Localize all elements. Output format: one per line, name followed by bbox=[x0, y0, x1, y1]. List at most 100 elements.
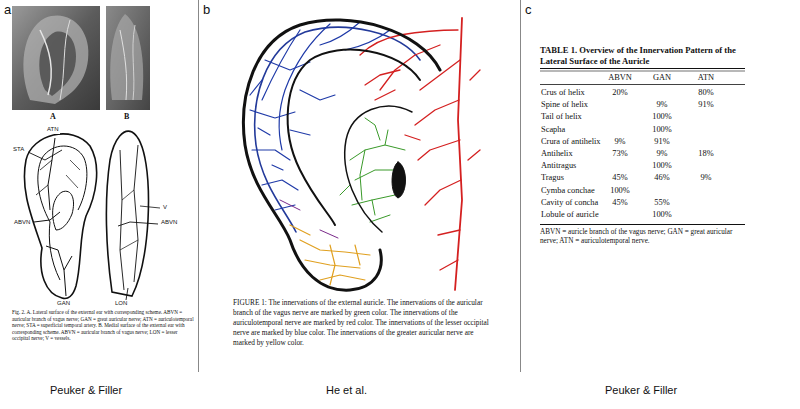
table-cell: 20% bbox=[612, 88, 627, 99]
table-row-heading: Tail of helix bbox=[541, 112, 582, 123]
table-footnote: ABVN = auricle branch of the vagus nerve… bbox=[540, 228, 745, 246]
auricle-innervation-map bbox=[330, 245, 335, 285]
ear-scheme-medial bbox=[106, 131, 160, 300]
table-cell: 91% bbox=[698, 100, 713, 111]
nerve-label: ABVN bbox=[13, 219, 31, 227]
auricle-innervation-map bbox=[290, 130, 310, 135]
auricle-innervation-map bbox=[350, 145, 405, 160]
auricle-innervation-map bbox=[262, 180, 298, 190]
auricle-innervation-map bbox=[265, 60, 310, 70]
auricle-innervation-map bbox=[405, 135, 420, 140]
ear-scheme-lateral bbox=[28, 150, 62, 160]
dissection-photo bbox=[23, 16, 88, 104]
nerve-label: ATN bbox=[46, 126, 60, 134]
ear-scheme-medial bbox=[140, 206, 160, 208]
auricle-innervation-map bbox=[320, 275, 365, 280]
table-cell: 91% bbox=[654, 137, 669, 148]
table-rule bbox=[540, 224, 745, 225]
table-cell: 80% bbox=[698, 88, 713, 99]
ear-scheme-lateral bbox=[48, 138, 55, 210]
auricle-innervation-map bbox=[340, 118, 405, 222]
panel-letter: a bbox=[4, 2, 11, 18]
vessel-label: V bbox=[162, 204, 168, 212]
table-row-heading: Antihelix bbox=[541, 149, 573, 160]
table-cell: 100% bbox=[652, 210, 672, 221]
auricle-innervation-map bbox=[320, 22, 360, 45]
auricle-innervation-map bbox=[370, 215, 390, 222]
auricle-innervation-map bbox=[280, 200, 338, 238]
auricle-innervation-map bbox=[250, 22, 420, 232]
table-row-heading: Cymba conchae bbox=[541, 186, 595, 197]
panel-letter: c bbox=[525, 2, 532, 18]
auricle-innervation-map bbox=[365, 118, 380, 140]
table-cell: 45% bbox=[612, 173, 627, 184]
figure-caption: FIGURE 1: The innervations of the extern… bbox=[233, 298, 495, 348]
auricle-innervation-map bbox=[415, 100, 459, 125]
ear-scheme-medial bbox=[118, 222, 158, 226]
auricle-innervation-map bbox=[279, 24, 330, 150]
auricle-innervation-map bbox=[365, 70, 400, 85]
dissection-photo bbox=[12, 6, 150, 110]
table-rule bbox=[540, 71, 745, 72]
table-cell: 9% bbox=[614, 137, 625, 148]
ear-scheme-medial bbox=[120, 190, 138, 250]
auricle-innervation-map bbox=[320, 230, 338, 238]
table-rule bbox=[540, 84, 745, 85]
auricle-innervation-map bbox=[290, 225, 310, 235]
table-cell: 18% bbox=[698, 149, 713, 160]
auricle-innervation-map bbox=[418, 140, 460, 160]
dissection-photo bbox=[106, 6, 150, 110]
table-title: TABLE 1. Overview of the Innervation Pat… bbox=[540, 45, 745, 66]
auricle-innervation-map bbox=[355, 245, 360, 265]
auricle-innervation-map bbox=[300, 90, 335, 100]
table-cell: 46% bbox=[654, 173, 669, 184]
table-column-heading: GAN bbox=[653, 73, 671, 84]
ear-scheme-lateral bbox=[24, 134, 96, 299]
table-cell: 100% bbox=[610, 186, 630, 197]
auricle-innervation-map bbox=[243, 20, 440, 290]
auricle-innervation-map bbox=[262, 30, 300, 100]
auricle-innervation-map bbox=[280, 200, 300, 210]
dissection-photo bbox=[133, 25, 135, 100]
ear-scheme-lateral bbox=[24, 134, 96, 299]
table-cell: 100% bbox=[652, 125, 672, 136]
table-cell: 73% bbox=[612, 149, 627, 160]
table-row-heading: Lobule of auricle bbox=[541, 210, 599, 221]
dissection-photo bbox=[12, 6, 100, 110]
table-row-heading: Scapha bbox=[541, 125, 565, 136]
auricle-innervation-map bbox=[340, 185, 350, 195]
auricle-innervation-map bbox=[438, 230, 460, 235]
auricle-innervation-map bbox=[290, 225, 370, 285]
auricle-innervation-map bbox=[252, 150, 290, 160]
ear-scheme-lateral bbox=[53, 191, 74, 230]
ear-scheme-medial bbox=[106, 131, 148, 296]
table-row-heading: Spine of helix bbox=[541, 100, 588, 111]
auricle-innervation-map bbox=[420, 60, 460, 90]
figure-part-letter: A bbox=[50, 112, 56, 122]
table-cell: 9% bbox=[656, 100, 667, 111]
source-credit: Peuker & Filler bbox=[605, 384, 677, 398]
dissection-photo bbox=[120, 30, 127, 100]
auricle-innervation-map bbox=[250, 80, 283, 170]
table-row-heading: Crus of helix bbox=[541, 88, 585, 99]
auricle-innervation-map bbox=[392, 162, 406, 198]
dissection-photo bbox=[110, 14, 143, 100]
table-column-heading: ABVN bbox=[608, 73, 632, 84]
panel-letter: b bbox=[203, 2, 210, 18]
table-cell: 45% bbox=[612, 198, 627, 209]
auricle-innervation-map bbox=[360, 30, 458, 55]
ear-scheme-medial bbox=[126, 288, 128, 300]
panel-divider bbox=[198, 0, 199, 372]
table-row-heading: Crura of antihelix bbox=[541, 137, 601, 148]
table-cell: 100% bbox=[652, 161, 672, 172]
nerve-label: ABVN bbox=[160, 219, 178, 227]
auricle-innervation-map bbox=[455, 18, 462, 290]
table-rule bbox=[540, 69, 745, 225]
figure-caption: Fig. 2. A. Lateral surface of the extern… bbox=[12, 309, 194, 342]
auricle-innervation-map bbox=[305, 260, 360, 268]
ear-scheme-lateral bbox=[34, 212, 60, 222]
table-column-heading: ATN bbox=[698, 73, 714, 84]
table-cell: 55% bbox=[654, 198, 669, 209]
dissection-photo bbox=[40, 30, 51, 95]
ear-scheme-lateral bbox=[66, 160, 80, 188]
